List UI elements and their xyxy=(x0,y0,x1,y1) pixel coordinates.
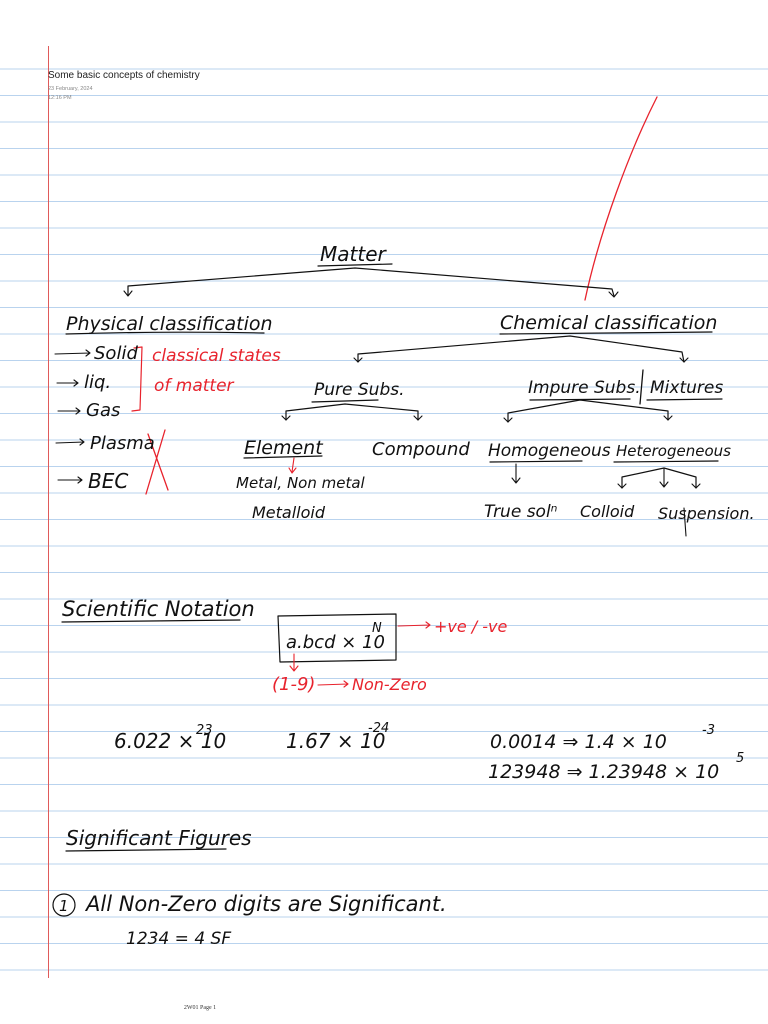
example-small: 0.0014 ⇒ 1.4 × 10 xyxy=(490,731,667,753)
classical-states-note: classical states xyxy=(152,346,281,366)
notation-exp: N xyxy=(372,621,382,636)
mixtures: Mixtures xyxy=(650,378,723,398)
red-cross xyxy=(145,429,169,495)
nonzero-note: Non-Zero xyxy=(352,675,427,694)
state-plasma: Plasma xyxy=(90,433,155,454)
chemical-title: Chemical classification xyxy=(500,312,717,334)
chemical-branch xyxy=(357,335,685,363)
element-label: Element xyxy=(244,437,324,459)
suspension-label: Suspension. xyxy=(658,504,755,523)
rule-number-circle xyxy=(52,893,76,917)
example-proton-exp: -24 xyxy=(368,721,389,736)
page-top-margin xyxy=(0,0,768,68)
impure-subs: Impure Subs. xyxy=(528,378,641,398)
compound-label: Compound xyxy=(372,439,470,460)
example-small-exp: -3 xyxy=(702,723,715,738)
heterogeneous-label: Heterogeneous xyxy=(616,442,731,460)
note-date: 23 February, 2024 xyxy=(48,86,93,92)
notation-box xyxy=(277,613,397,663)
impure-branch xyxy=(507,399,669,423)
states-bracket xyxy=(131,346,143,412)
state-solid: Solid xyxy=(94,343,138,364)
sci-underline xyxy=(61,619,241,623)
red-margin-line xyxy=(48,46,49,978)
matter-title: Matter xyxy=(320,242,388,266)
rule1-number: 1 xyxy=(59,897,69,915)
homogeneous-label: Homogeneous xyxy=(488,441,611,461)
sig-fig-title: Significant Figures xyxy=(66,826,252,850)
page-footer: 2W01 Page 1 xyxy=(183,1005,217,1011)
state-gas: Gas xyxy=(86,400,120,421)
state-liquid: liq. xyxy=(84,372,111,393)
matter-arrow-left xyxy=(123,290,133,297)
rule1-text: All Non-Zero digits are Significant. xyxy=(84,892,447,916)
chemical-underline xyxy=(499,331,713,335)
of-matter-note: of matter xyxy=(154,376,235,396)
notation-form: a.bcd × 10 xyxy=(286,632,385,653)
example-large-exp: 5 xyxy=(736,751,744,766)
matter-arrow-right xyxy=(608,291,619,298)
rule1-example: 1234 = 4 SF xyxy=(126,929,231,949)
example-avogadro: 6.022 × 10 xyxy=(114,729,226,753)
range-note: (1-9) xyxy=(272,674,315,695)
note-time: 12:16 PM xyxy=(48,95,72,101)
state-bec: BEC xyxy=(88,469,128,493)
matter-underline xyxy=(317,263,393,267)
pure-branch xyxy=(285,403,419,421)
page-bottom-margin xyxy=(0,978,768,1024)
matter-branch xyxy=(127,267,615,297)
element-types-1: Metal, Non metal xyxy=(236,474,366,492)
physical-underline xyxy=(65,331,265,335)
note-title: Some basic concepts of chemistry xyxy=(48,70,200,81)
sci-notation-title: Scientific Notation xyxy=(62,597,255,621)
example-avogadro-exp: 23 xyxy=(196,723,213,738)
sign-note: +ve / -ve xyxy=(434,617,508,636)
colloid-label: Colloid xyxy=(580,502,635,521)
element-types-2: Metalloid xyxy=(252,503,326,522)
red-pen-stroke xyxy=(584,96,658,301)
pure-subs: Pure Subs. xyxy=(314,380,405,400)
true-solution: True solⁿ xyxy=(484,502,558,522)
example-large: 123948 ⇒ 1.23948 × 10 xyxy=(488,761,719,783)
example-proton: 1.67 × 10 xyxy=(286,729,385,753)
physical-title: Physical classification xyxy=(66,313,273,335)
sf-underline xyxy=(65,848,227,852)
